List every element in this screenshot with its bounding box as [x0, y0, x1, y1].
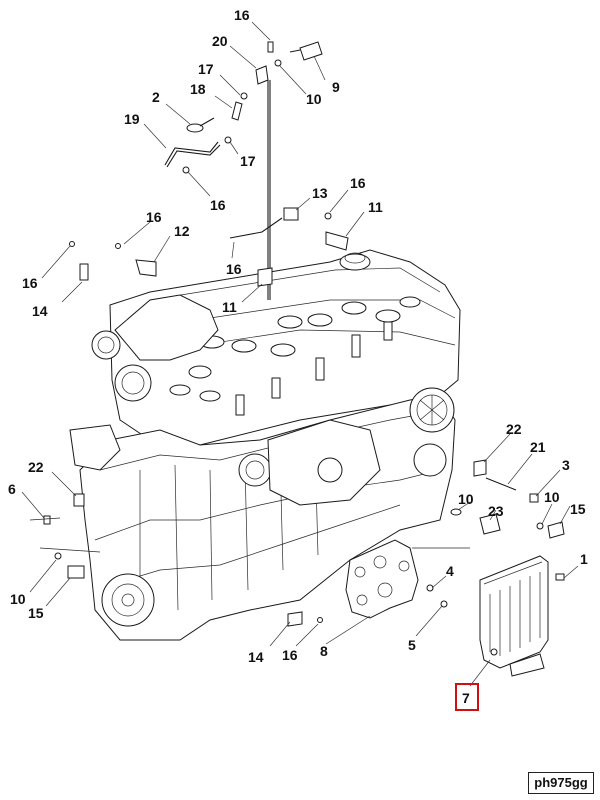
callout-23[interactable]: 23 — [488, 503, 504, 519]
callout-11[interactable]: 11 — [368, 199, 383, 215]
callout-7-highlight-box — [455, 683, 479, 711]
callout-3[interactable]: 3 — [562, 457, 570, 473]
callout-8[interactable]: 8 — [320, 643, 328, 659]
callout-17[interactable]: 17 — [198, 61, 214, 77]
callout-6[interactable]: 6 — [8, 481, 16, 497]
callout-2[interactable]: 2 — [152, 89, 160, 105]
callout-9[interactable]: 9 — [332, 79, 340, 95]
callout-16[interactable]: 16 — [146, 209, 162, 225]
callout-14[interactable]: 14 — [248, 649, 264, 665]
callout-10[interactable]: 10 — [544, 489, 560, 505]
callout-10[interactable]: 10 — [306, 91, 322, 107]
callout-10[interactable]: 10 — [10, 591, 26, 607]
ecm-bracket — [345, 539, 470, 619]
callout-13[interactable]: 13 — [312, 185, 328, 201]
callout-7[interactable]: 7 — [462, 690, 470, 706]
callout-21[interactable]: 21 — [530, 439, 546, 455]
engine-block — [69, 249, 461, 641]
engine-control-module — [479, 555, 549, 677]
callout-12[interactable]: 12 — [174, 223, 190, 239]
callout-4[interactable]: 4 — [446, 563, 454, 579]
callout-labels: 16 20 17 18 9 10 2 19 17 16 13 16 11 16 … — [8, 7, 588, 711]
figure-code-label: ph975gg — [528, 772, 594, 794]
callout-16[interactable]: 16 — [226, 261, 242, 277]
callout-20[interactable]: 20 — [212, 33, 228, 49]
callout-16[interactable]: 16 — [350, 175, 366, 191]
callout-18[interactable]: 18 — [190, 81, 206, 97]
callout-11[interactable]: 11 — [222, 299, 237, 315]
callout-16[interactable]: 16 — [282, 647, 298, 663]
callout-22[interactable]: 22 — [28, 459, 44, 475]
callout-15[interactable]: 15 — [570, 501, 586, 517]
callout-17[interactable]: 17 — [240, 153, 256, 169]
callout-19[interactable]: 19 — [124, 111, 140, 127]
callout-16[interactable]: 16 — [22, 275, 38, 291]
callout-5[interactable]: 5 — [408, 637, 416, 653]
callout-10[interactable]: 10 — [458, 491, 474, 507]
small-parts — [29, 41, 565, 627]
callout-16[interactable]: 16 — [210, 197, 226, 213]
callout-14[interactable]: 14 — [32, 303, 48, 319]
callout-16[interactable]: 16 — [234, 7, 250, 23]
callout-22[interactable]: 22 — [506, 421, 522, 437]
callout-15[interactable]: 15 — [28, 605, 44, 621]
callout-1[interactable]: 1 — [580, 551, 588, 567]
leader-lines — [21, 21, 579, 687]
